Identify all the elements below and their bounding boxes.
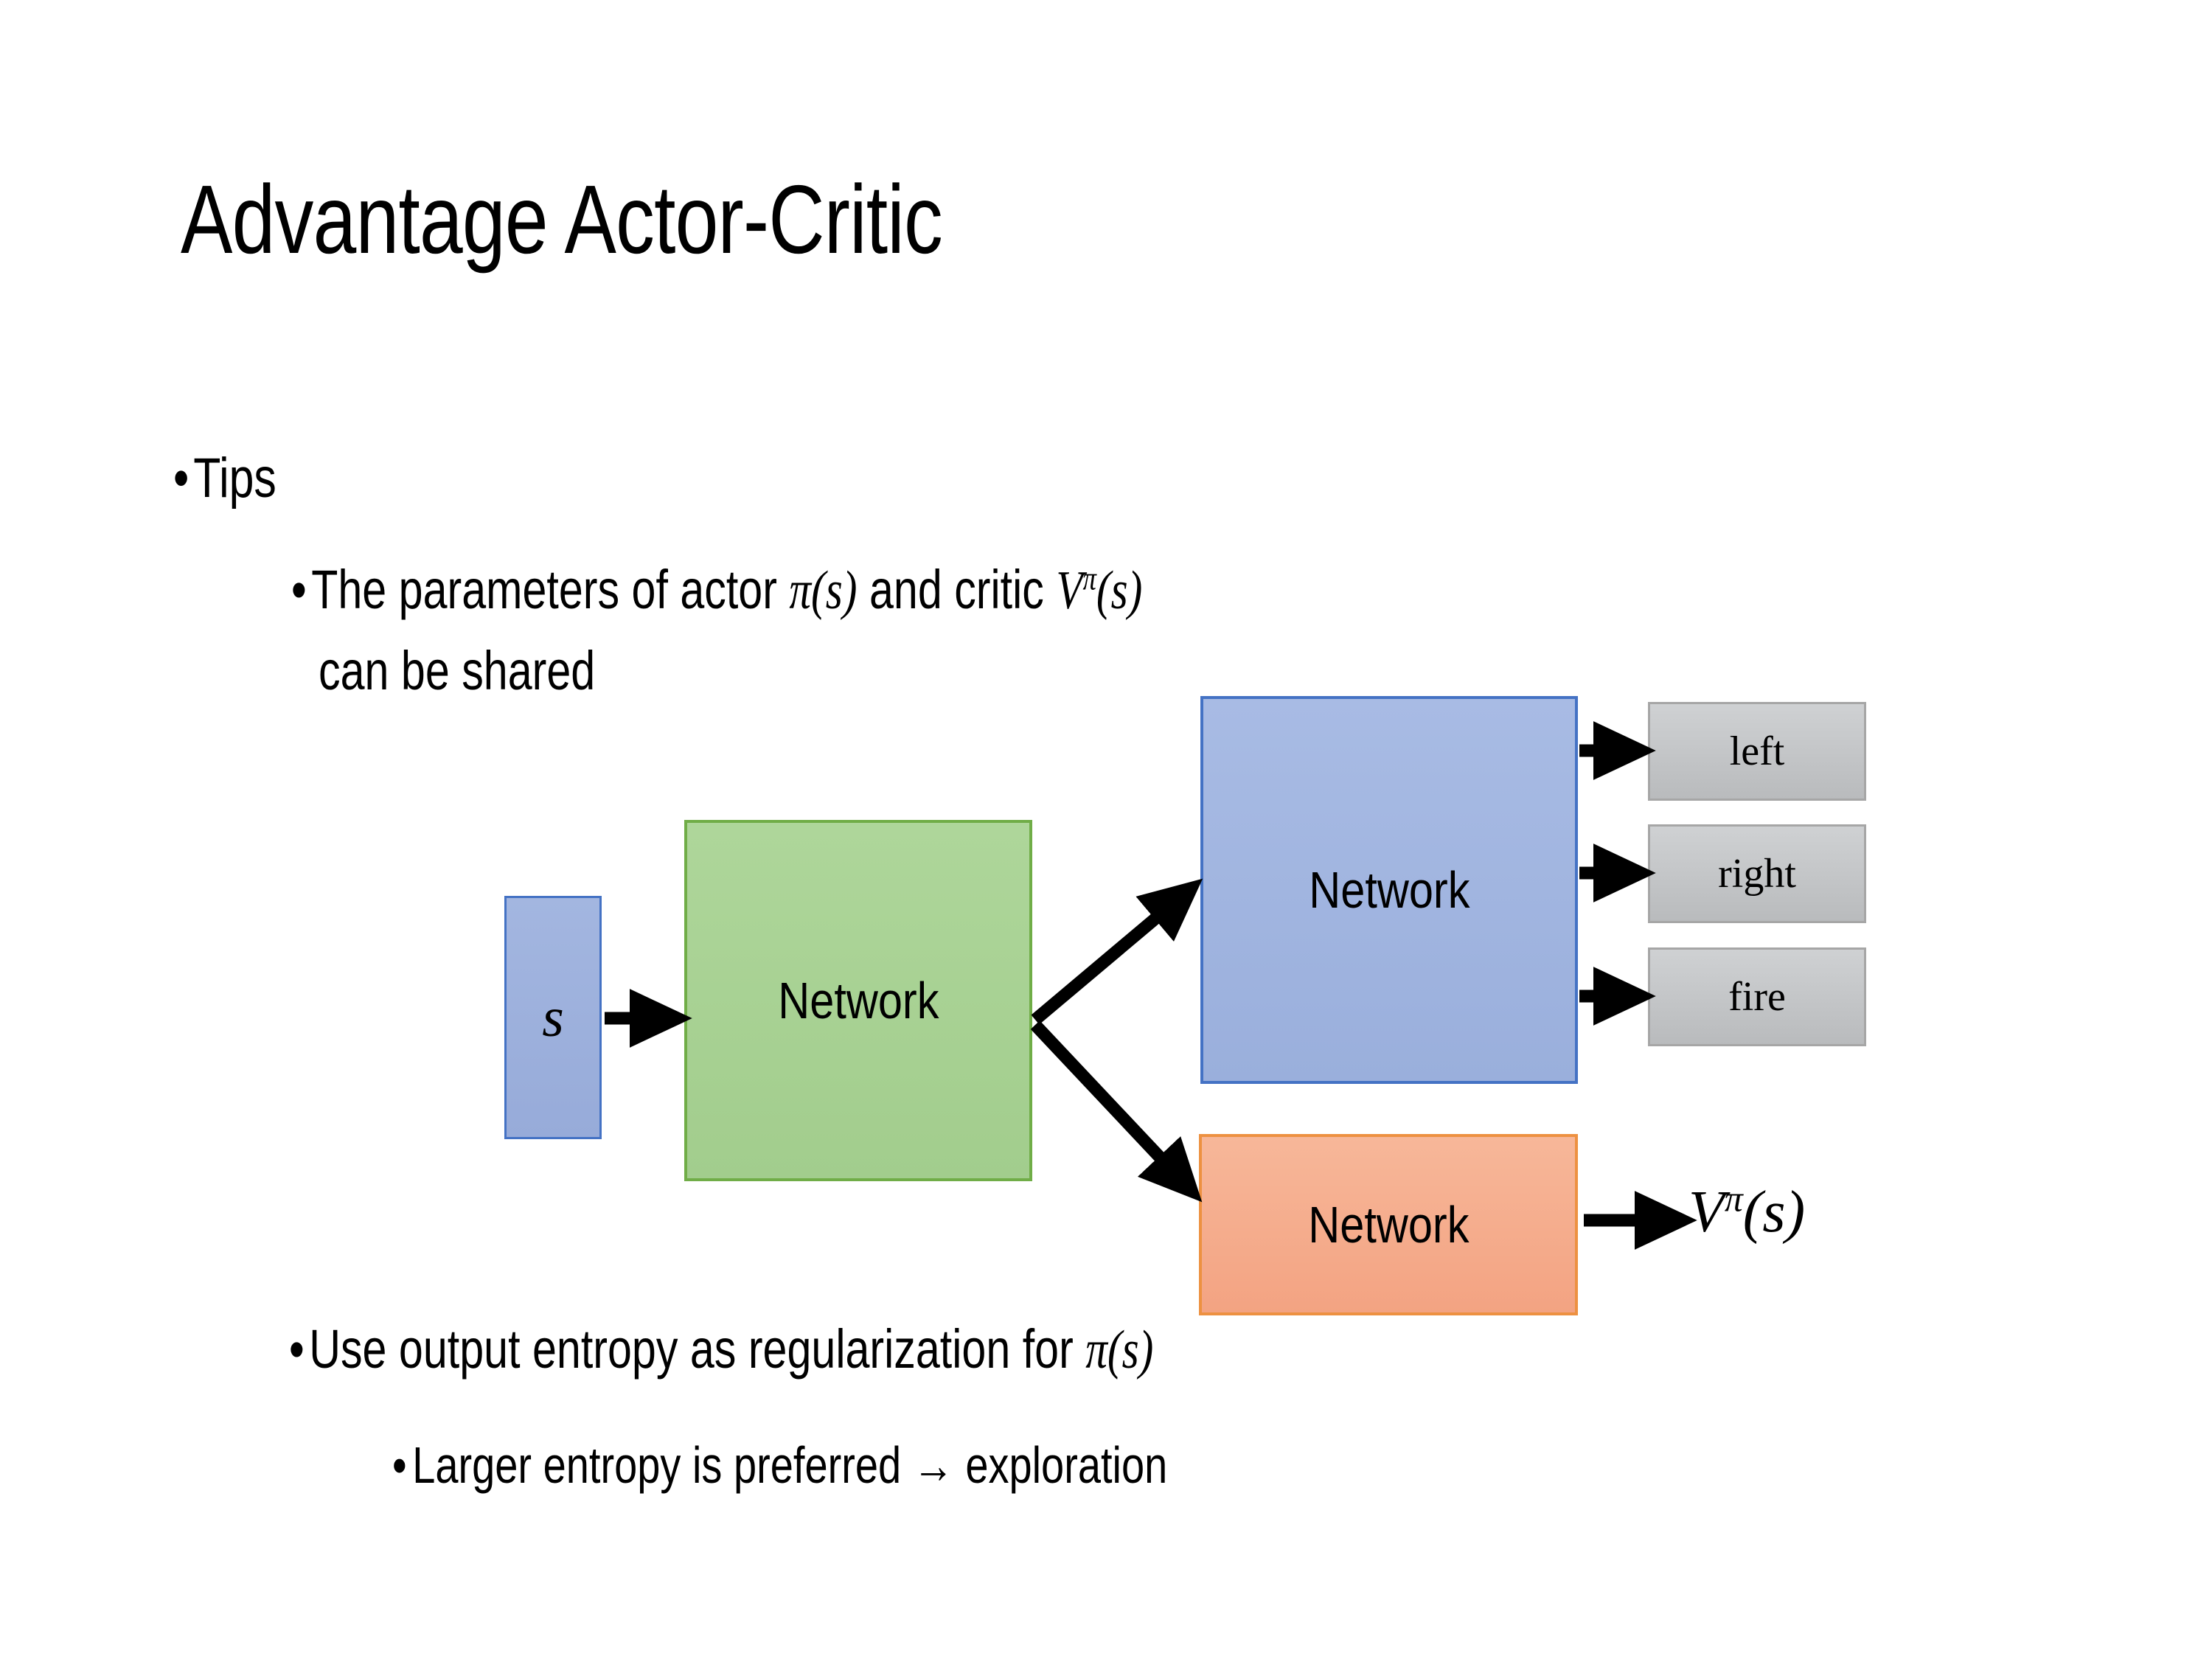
- bullet-marker-icon: •: [289, 1318, 305, 1380]
- critic-value-symbol-base: V: [1056, 560, 1083, 621]
- action-box-right: right: [1648, 824, 1866, 923]
- actor-network-label: Network: [1308, 861, 1470, 919]
- state-symbol-label: s: [542, 986, 564, 1048]
- arrow-shared-to-critic: [1030, 1020, 1203, 1203]
- critic-network-label: Network: [1307, 1196, 1470, 1253]
- action-box-fire: fire: [1648, 947, 1866, 1046]
- bullet-tips: •Tips: [173, 448, 276, 509]
- critic-network-box: Network: [1199, 1134, 1578, 1315]
- bullet-exploration: •Larger entropy is preferred → explorati…: [392, 1436, 1168, 1494]
- critic-value-symbol-superscript: π: [1082, 559, 1096, 597]
- value-output-base: V: [1688, 1180, 1725, 1245]
- entropy-text-pre: Use output entropy as regularization for: [309, 1318, 1086, 1380]
- bullet-marker-icon: •: [291, 559, 307, 620]
- shared-params-text-mid: and critic: [857, 559, 1057, 620]
- action-box-left: left: [1648, 702, 1866, 801]
- arrow-shared-to-actor: [1031, 878, 1203, 1025]
- state-input-box: s: [504, 896, 602, 1139]
- action-label: right: [1718, 851, 1796, 897]
- value-output-superscript: π: [1724, 1178, 1743, 1220]
- actor-network-box: Network: [1200, 696, 1578, 1084]
- action-label: left: [1729, 728, 1785, 774]
- bullet-marker-icon: •: [173, 447, 189, 509]
- value-output-arg: (s): [1742, 1180, 1806, 1245]
- critic-value-symbol-arg: (s): [1096, 560, 1143, 621]
- page-title: Advantage Actor-Critic: [181, 165, 943, 274]
- shared-params-line2-label: can be shared: [319, 640, 596, 701]
- bullet-shared-params-line1: •The parameters of actor π(s) and critic…: [291, 560, 1142, 621]
- shared-params-text-pre: The parameters of actor: [311, 559, 790, 620]
- bullet-entropy-regularization: •Use output entropy as regularization fo…: [289, 1320, 1153, 1380]
- bullet-shared-params-line2: can be shared: [319, 641, 595, 700]
- action-label: fire: [1728, 974, 1786, 1020]
- entropy-policy-symbol: π(s): [1085, 1320, 1154, 1380]
- shared-network-label: Network: [777, 972, 939, 1029]
- value-function-output-label: Vπ(s): [1688, 1178, 1805, 1246]
- actor-policy-symbol: π(s): [789, 560, 858, 621]
- bullet-marker-icon: •: [392, 1436, 407, 1494]
- exploration-label: Larger entropy is preferred → exploratio…: [412, 1436, 1168, 1494]
- shared-network-box: Network: [684, 820, 1032, 1181]
- bullet-tips-label: Tips: [193, 447, 276, 509]
